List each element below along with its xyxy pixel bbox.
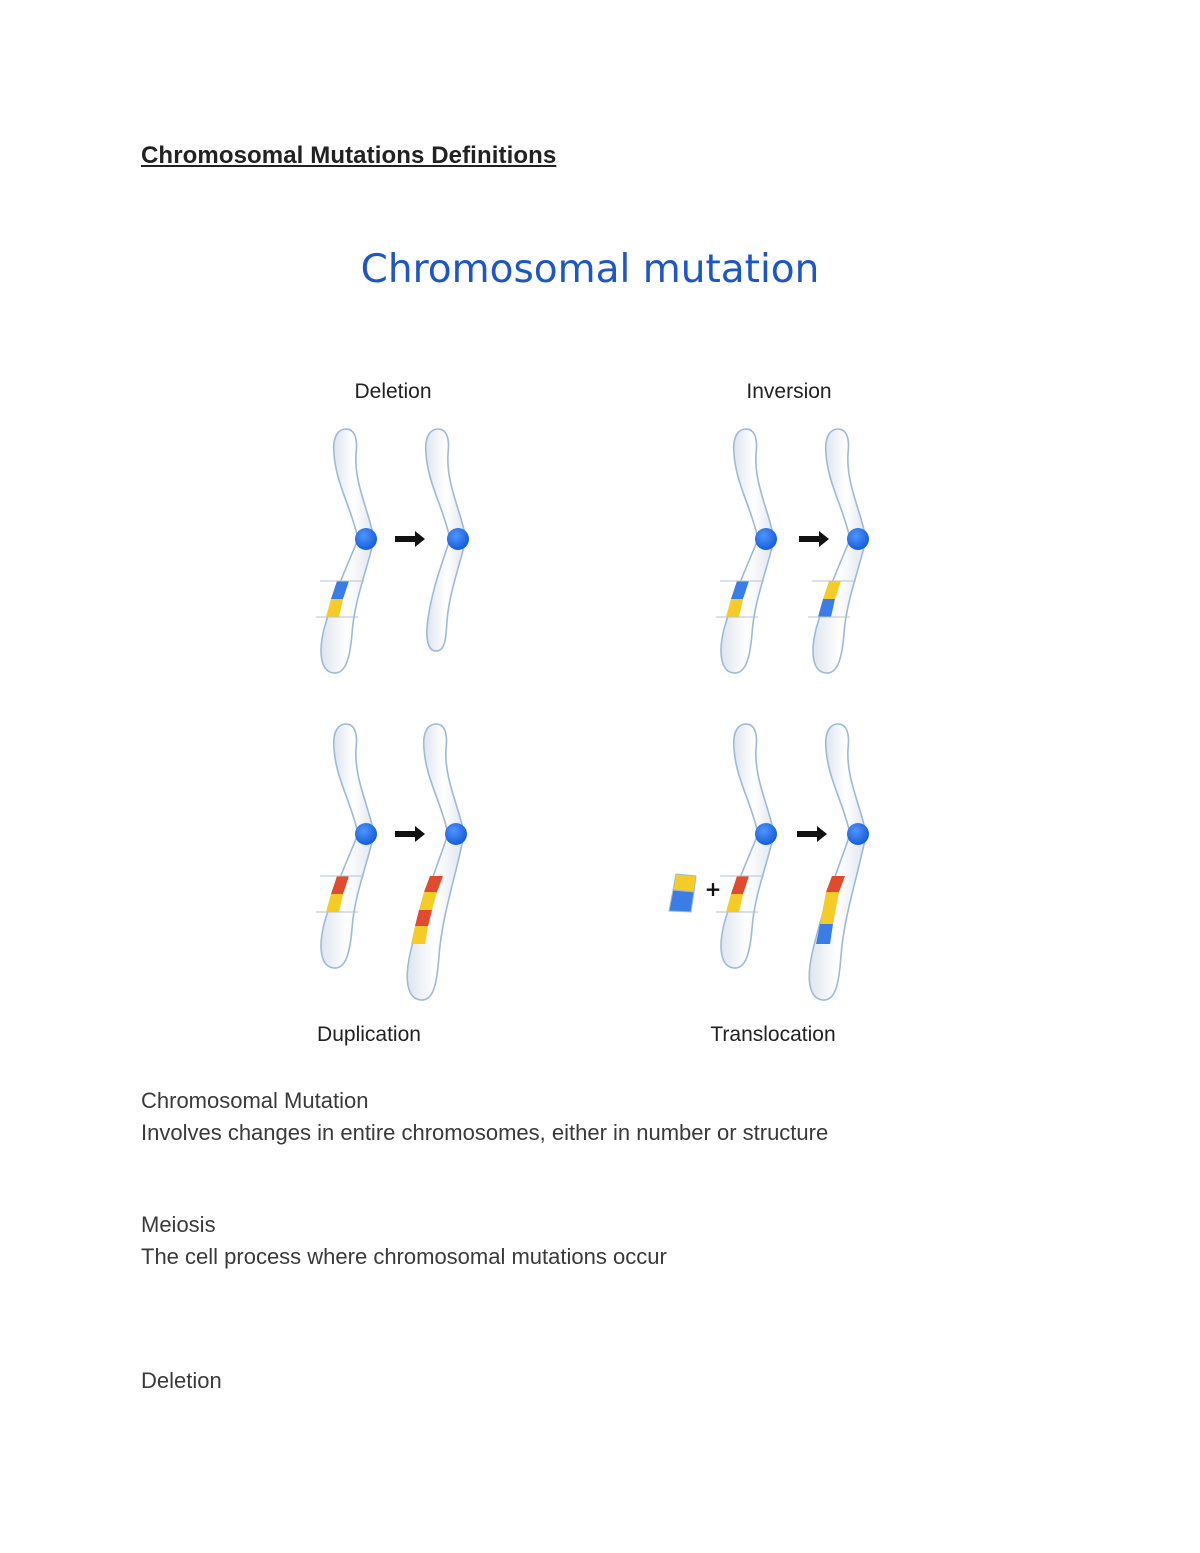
chromosome-result (808, 428, 869, 674)
arrow-icon (799, 531, 829, 547)
centromere (445, 823, 467, 845)
term-meiosis: Meiosis (141, 1212, 216, 1237)
band-yellow (726, 894, 743, 912)
duplication-panel (316, 723, 467, 1001)
band-red (826, 876, 845, 892)
band-red (415, 910, 432, 926)
definition-chromosomal-mutation: Involves changes in entire chromosomes, … (141, 1120, 829, 1145)
chromosome-fragment (668, 873, 697, 913)
term-deletion: Deletion (141, 1368, 222, 1393)
band-yellow (823, 581, 841, 599)
centromere (847, 823, 869, 845)
chromosome-original (716, 723, 777, 969)
deletion-panel (316, 428, 469, 674)
band-blue (818, 599, 835, 617)
centromere (755, 823, 777, 845)
inversion-panel (716, 428, 869, 674)
band-red (331, 876, 349, 894)
band-yellow (326, 599, 343, 617)
figure-title: Chromosomal mutation (361, 247, 820, 292)
band-yellow (419, 892, 437, 910)
centromere (755, 528, 777, 550)
arrow-icon (797, 826, 827, 842)
band-yellow (411, 926, 428, 944)
band-red (731, 876, 749, 894)
document-title: Chromosomal Mutations Definitions (141, 142, 557, 169)
panel-label-translocation: Translocation (710, 1023, 835, 1046)
centromere (355, 528, 377, 550)
panel-label-inversion: Inversion (746, 380, 831, 403)
band-red (424, 876, 443, 892)
chromosomal-mutation-figure: Chromosomal mutation Deletion Inversion … (280, 236, 920, 1066)
centromere (847, 528, 869, 550)
arrow-icon (395, 531, 425, 547)
band-yellow (820, 892, 839, 924)
chromosome-original (716, 428, 777, 674)
band-yellow (326, 894, 343, 912)
plus-symbol: + (705, 877, 722, 901)
band-blue (816, 924, 833, 944)
band-blue (331, 581, 349, 599)
figure-canvas: Chromosomal mutation Deletion Inversion … (316, 247, 869, 1046)
centromere (447, 528, 469, 550)
band-yellow (726, 599, 743, 617)
chromosome-original (316, 723, 377, 969)
chromosome-result (406, 723, 467, 1001)
panel-label-deletion: Deletion (354, 380, 431, 403)
chromosome-result (424, 428, 469, 652)
centromere (355, 823, 377, 845)
term-chromosomal-mutation: Chromosomal Mutation (141, 1088, 369, 1113)
chromosome-original (316, 428, 377, 674)
chromosome-result (808, 723, 869, 1001)
translocation-panel: + (668, 723, 869, 1001)
arrow-icon (395, 826, 425, 842)
definition-meiosis: The cell process where chromosomal mutat… (141, 1244, 667, 1269)
band-blue (731, 581, 749, 599)
panel-label-duplication: Duplication (317, 1023, 421, 1046)
